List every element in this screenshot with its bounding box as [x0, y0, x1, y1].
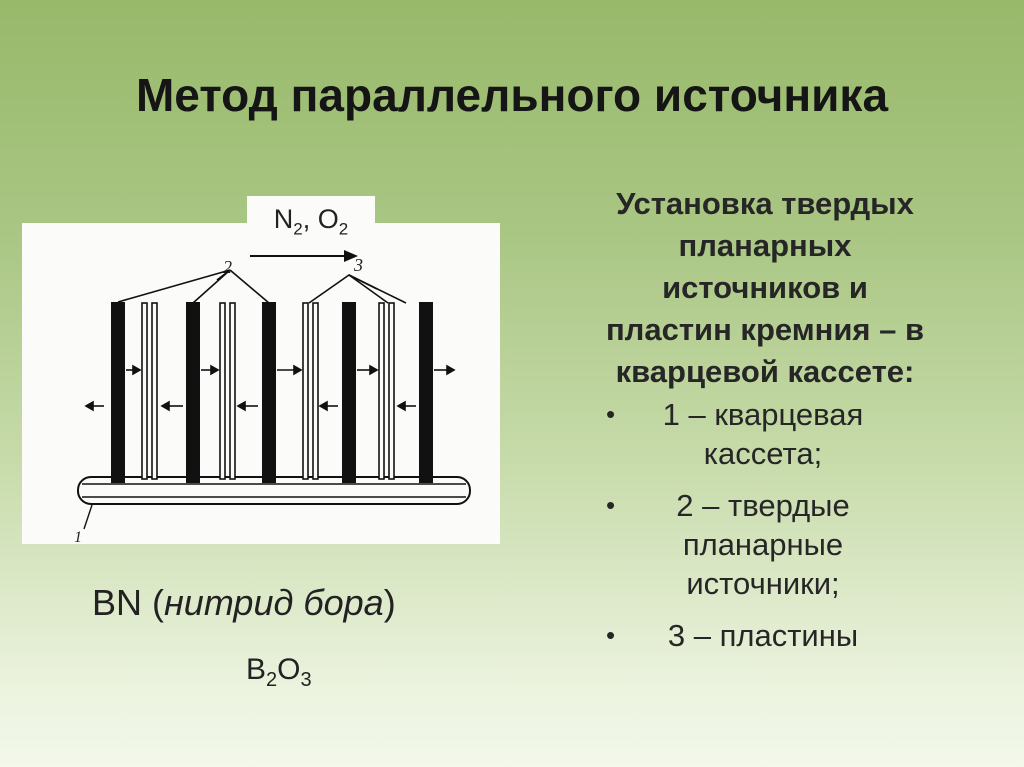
bn-prefix: BN ( — [92, 582, 164, 623]
gas-o-subscript: 2 — [338, 219, 349, 239]
bullet-dot-icon: • — [606, 490, 616, 520]
callout-lines-3 — [308, 274, 407, 304]
callout-label-3: 3 — [353, 255, 363, 275]
silicon-wafers — [141, 302, 395, 480]
legend-line: источники; — [686, 566, 840, 601]
gas-n-subscript: 2 — [293, 219, 303, 239]
legend-line: 2 – твердые — [676, 488, 850, 523]
legend-line: кассета; — [703, 436, 823, 471]
wafer-pair-1 — [141, 302, 158, 480]
legend-line: 3 – пластины — [667, 618, 859, 653]
legend-item-sources: • 2 – твердые планарные источники; — [588, 486, 918, 603]
legend-list: • 1 – кварцевая кассета; • 2 – твердые п… — [588, 395, 918, 668]
setup-heading-line: Установка твердых — [616, 186, 914, 221]
b2o3-sub-3: 3 — [300, 669, 312, 691]
setup-heading-line: планарных — [678, 228, 852, 263]
quartz-cassette-rod — [77, 476, 471, 530]
legend-item-wafers: • 3 – пластины — [588, 616, 918, 655]
wafer-pair-3 — [302, 302, 319, 480]
callout-label-1: 1 — [74, 529, 82, 544]
b2o3-b: B — [246, 653, 267, 686]
b2o3-sub-2: 2 — [266, 669, 278, 691]
bn-suffix: ) — [383, 582, 396, 623]
setup-heading-line: пластин кремния – в — [605, 312, 925, 347]
setup-heading-line: кварцевой кассете: — [615, 354, 915, 389]
setup-heading: Установка твердых планарных источников и… — [560, 183, 970, 393]
legend-line: планарные — [682, 527, 844, 562]
gas-o: , O — [302, 204, 339, 234]
diagram-panel: 2 3 1 — [22, 223, 500, 544]
gas-n: N — [273, 204, 294, 234]
gas-flow-label: N2, O2 — [247, 196, 375, 242]
gas-flow-arrow — [250, 250, 358, 262]
b2o3-formula: B2O3 — [246, 653, 312, 692]
wafer-pair-2 — [219, 302, 236, 480]
planar-source-2 — [186, 302, 200, 483]
bullet-dot-icon: • — [606, 399, 616, 429]
legend-item-cassette: • 1 – кварцевая кассета; — [588, 395, 918, 473]
callout-lines-2 — [117, 269, 270, 304]
slide-title: Метод параллельного источника — [135, 69, 889, 121]
diffusion-arrows — [84, 364, 456, 412]
solid-planar-sources — [111, 302, 433, 483]
planar-source-4 — [342, 302, 356, 483]
planar-source-3 — [262, 302, 276, 483]
legend-line: 1 – кварцевая — [662, 397, 864, 432]
planar-source-1 — [111, 302, 125, 483]
callout-label-2: 2 — [223, 257, 232, 277]
planar-source-5 — [419, 302, 433, 483]
bn-name: нитрид бора — [164, 582, 384, 623]
cassette-diagram: 2 3 1 — [74, 250, 471, 544]
setup-heading-line: источников и — [662, 270, 868, 305]
b2o3-o: O — [277, 653, 301, 686]
wafer-pair-4 — [378, 302, 395, 480]
bullet-dot-icon: • — [606, 620, 616, 650]
bn-caption: BN (нитрид бора) — [92, 582, 396, 624]
